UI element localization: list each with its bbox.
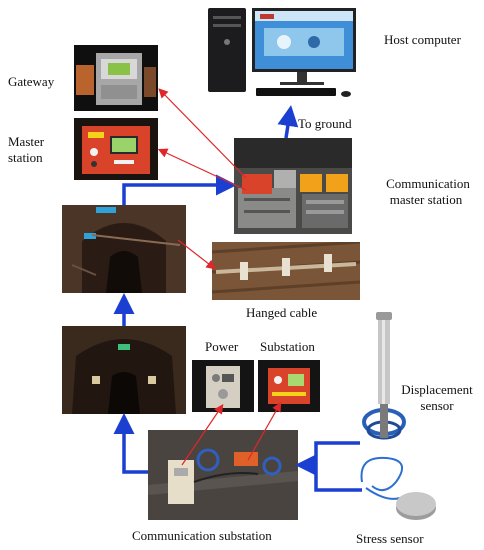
arrow-comm-substation-to-roadway: [113, 413, 148, 474]
substation-roadway-image: [62, 326, 186, 414]
communication-master-station-label-line1: Communication: [386, 176, 470, 191]
displacement-sensor-label-line1: Displacement: [401, 382, 473, 397]
hanged-cable-image: [212, 242, 360, 300]
hanged-cable-label: Hanged cable: [246, 305, 318, 320]
host-computer-image: [204, 4, 364, 100]
gateway-label: Gateway: [8, 74, 55, 89]
callout-power: [181, 404, 224, 466]
to-ground-label: To ground: [298, 116, 352, 131]
roadway-image: [62, 205, 186, 293]
callout-master-station: [157, 148, 247, 191]
master-station-label-line1: Master: [8, 134, 45, 149]
substation-label: Substation: [260, 339, 315, 354]
communication-master-station-image: [234, 138, 352, 234]
arrow-master-to-host: [277, 105, 299, 139]
callout-hanged-cable: [177, 239, 216, 270]
communication-master-station-label-line2: master station: [389, 192, 463, 207]
stress-sensor-label: Stress sensor: [356, 531, 424, 546]
displacement-sensor-label-line2: sensor: [420, 398, 454, 413]
callout-gateway: [158, 88, 247, 179]
power-image: [192, 360, 254, 412]
power-label: Power: [205, 339, 239, 354]
communication-substation-label: Communication substation: [132, 528, 272, 543]
communication-substation-image: [148, 430, 298, 520]
stress-sensor-image: [356, 452, 438, 528]
substation-image: [258, 360, 320, 412]
callout-substation: [247, 401, 282, 461]
master-station-label-line2: station: [8, 150, 43, 165]
host-computer-label: Host computer: [384, 32, 461, 47]
gateway-image: [74, 45, 158, 111]
displacement-sensor-image: [360, 310, 412, 446]
arrow-roadway-to-master: [122, 174, 237, 205]
master-station-image: [74, 118, 158, 180]
connector-displacement-sensor: [314, 441, 362, 492]
